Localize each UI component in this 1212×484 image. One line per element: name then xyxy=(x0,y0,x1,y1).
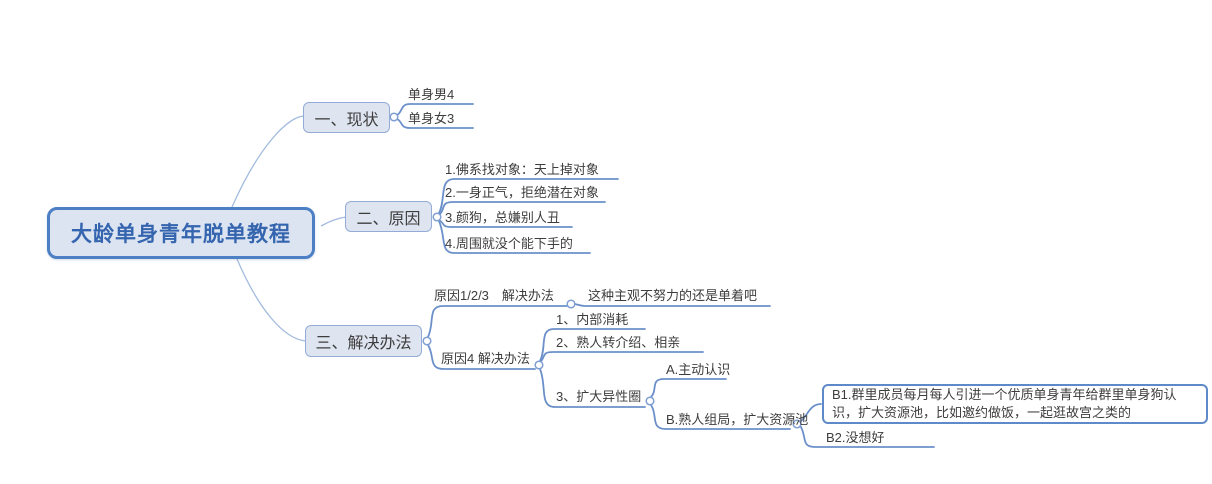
root-node[interactable]: 大龄单身青年脱单教程 xyxy=(47,207,315,259)
node-underline xyxy=(396,118,474,129)
node-underline xyxy=(438,220,591,254)
node-underline xyxy=(396,103,474,116)
collapse-toggle-icon[interactable] xyxy=(432,212,442,222)
line-node-reason-3[interactable]: 3.颜狗，总嫌别人丑 xyxy=(445,210,560,225)
node-underline xyxy=(539,351,704,363)
collapse-toggle-icon[interactable] xyxy=(645,396,655,406)
node-underline xyxy=(574,303,771,307)
collapse-toggle-icon[interactable] xyxy=(422,336,432,346)
line-node-solution-123[interactable]: 原因1/2/3 解决办法 xyxy=(434,288,554,303)
node-underline xyxy=(427,305,568,338)
line-node-internal[interactable]: 1、内部消耗 xyxy=(556,312,629,327)
branch-node-status[interactable]: 一、现状 xyxy=(303,102,390,133)
line-node-active-meet[interactable]: A.主动认识 xyxy=(666,362,731,377)
node-underline xyxy=(427,344,536,370)
line-node-stay-single[interactable]: 这种主观不努力的还是单着吧 xyxy=(588,288,758,303)
line-node-reason-1[interactable]: 1.佛系找对象：天上掉对象 xyxy=(445,162,599,177)
branch-node-solutions[interactable]: 三、解决办法 xyxy=(305,325,422,357)
collapse-toggle-icon[interactable] xyxy=(534,360,544,370)
line-node-reason-4[interactable]: 4.周围就没个能下手的 xyxy=(445,236,573,251)
line-node-single-women[interactable]: 单身女3 xyxy=(408,111,455,126)
collapse-toggle-icon[interactable] xyxy=(389,112,399,122)
branch-node-reasons[interactable]: 二、原因 xyxy=(345,201,432,232)
collapse-toggle-icon[interactable] xyxy=(792,419,802,429)
line-node-group-pool[interactable]: B.熟人组局，扩大资源池 xyxy=(666,412,809,427)
connector-root-reasons xyxy=(320,216,347,227)
node-underline xyxy=(539,368,646,408)
node-underline xyxy=(650,404,791,430)
connector-root-status xyxy=(231,115,305,208)
line-node-b2-undecided[interactable]: B2.没想好 xyxy=(826,430,885,445)
collapse-toggle-icon[interactable] xyxy=(566,299,576,309)
line-node-reason-2[interactable]: 2.一身正气，拒绝潜在对象 xyxy=(445,185,599,200)
node-underline xyxy=(800,426,935,448)
connector-to-leaf-box xyxy=(800,403,822,422)
node-underline xyxy=(438,219,573,228)
leaf-box-b1-plan[interactable]: B1.群里成员每月每人引进一个优质单身青年给群里单身狗认识，扩大资源池，比如邀约… xyxy=(822,384,1208,424)
line-node-single-men[interactable]: 单身男4 xyxy=(408,87,455,102)
node-underline xyxy=(650,378,727,398)
node-underline xyxy=(438,178,619,214)
connector-root-solutions xyxy=(236,258,307,342)
line-node-solution-4[interactable]: 原因4 解决办法 xyxy=(441,351,530,366)
line-node-referral[interactable]: 2、熟人转介绍、相亲 xyxy=(556,335,681,350)
line-node-expand-circle[interactable]: 3、扩大异性圈 xyxy=(556,389,642,404)
node-underline xyxy=(438,201,606,216)
node-underline xyxy=(539,328,646,362)
